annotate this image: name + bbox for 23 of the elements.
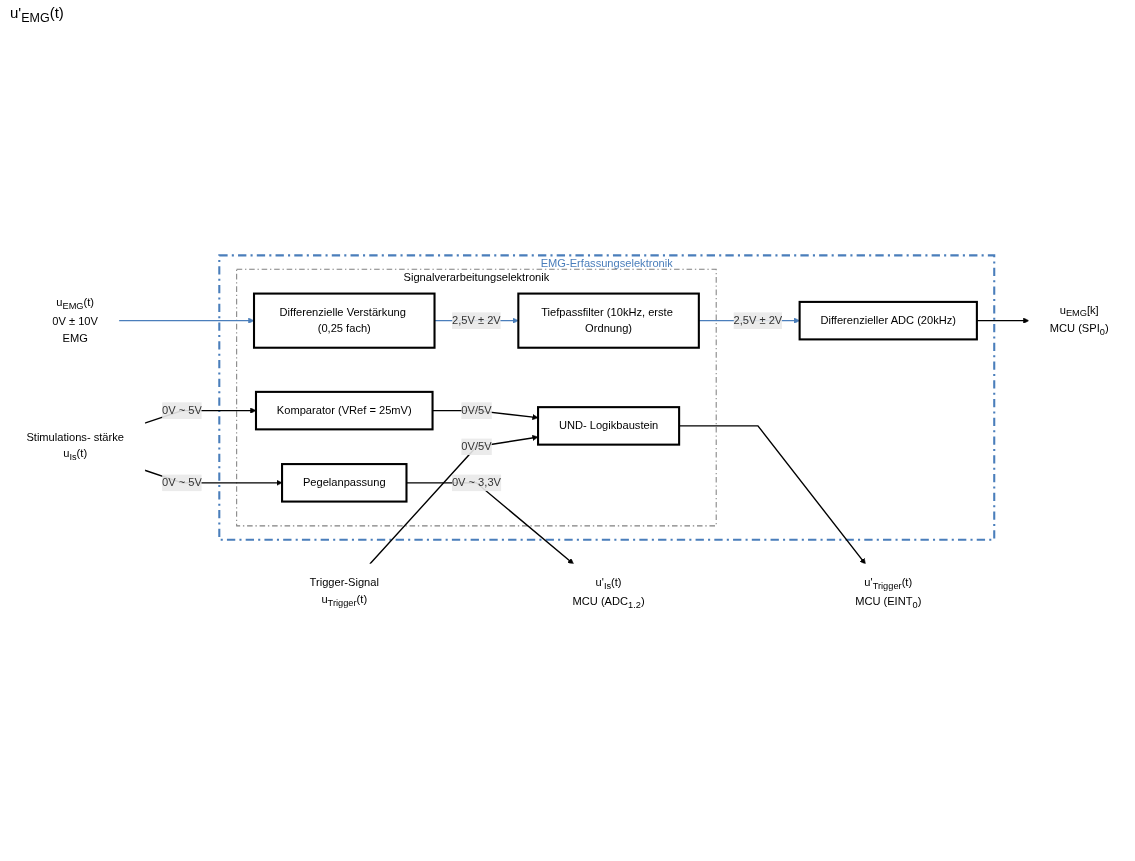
signal-label: u'$_{EMG}$(t) <box>10 4 64 21</box>
node-box: UND- Logikbaustein <box>537 406 681 446</box>
node-text: Trigger-Signal u$_{Trigger}$(t) <box>309 576 379 608</box>
node-text: u$_{EMG}$(t) 0V ± 10V EMG <box>52 296 98 344</box>
node-box: Komparator (VRef = 25mV) <box>254 390 434 431</box>
arrow <box>976 317 1030 324</box>
arrow <box>118 317 255 324</box>
edge-label: 0V ~ 3,3V <box>451 476 501 489</box>
edge-label: 2,5V ± 2V <box>733 314 783 327</box>
node-box: Differenzielle Verstärkung (0,25 fach) <box>252 292 436 349</box>
node-text: u'$_{Trigger}$(t) MCU (EINT$_{0}$) <box>855 576 922 611</box>
edge-label: 0V ~ 5V <box>162 404 202 417</box>
edge-label: 0V/5V <box>461 440 492 453</box>
node-box: Differenzieller ADC (20kHz) <box>798 300 978 341</box>
node-text: Stimulations- stärke u$_{Is}$(t) <box>26 431 124 463</box>
node-text: u'$_{Is}$(t) MCU (ADC$_{1.2}$) <box>572 576 645 611</box>
node-text: u$_{EMG}$[k] MCU (SPI$_{0}$) <box>1049 303 1109 338</box>
arrow <box>369 434 539 565</box>
node-box: Pegelanpassung <box>281 463 408 503</box>
node-box: Tiefpassfilter (10kHz, erste Ordnung) <box>517 292 700 349</box>
edge-label: 0V/5V <box>461 404 492 417</box>
edge-label: 0V ~ 5V <box>162 476 202 489</box>
edge-label: 2,5V ± 2V <box>452 314 501 327</box>
